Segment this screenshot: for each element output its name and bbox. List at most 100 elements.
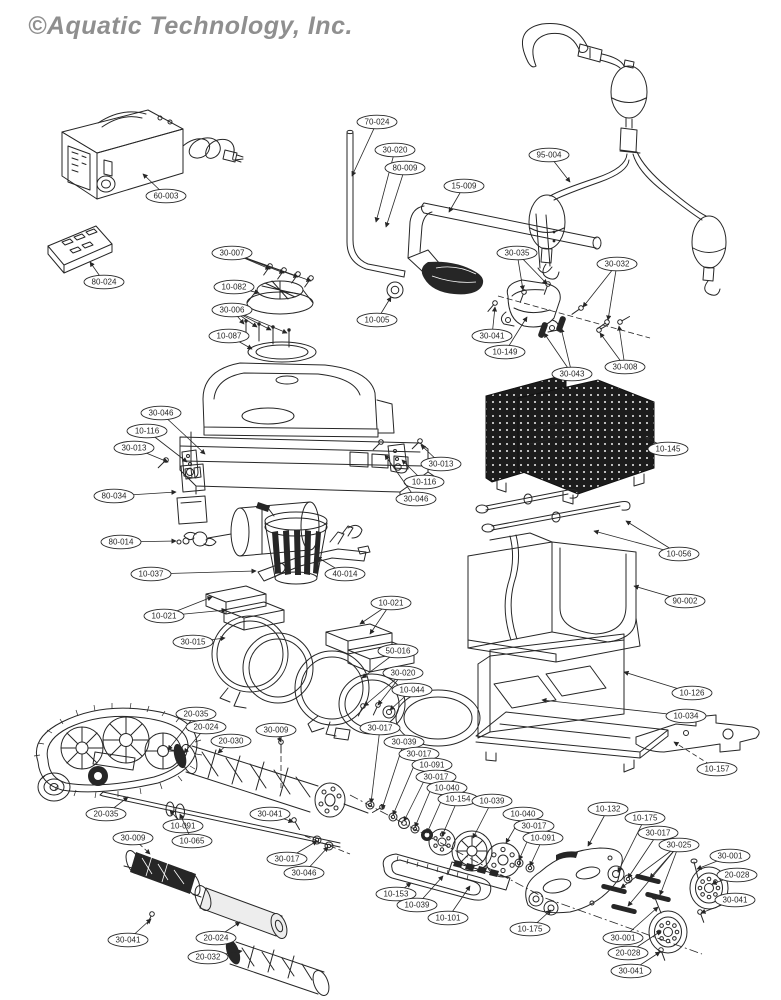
part-number-text: 20-028: [616, 949, 641, 958]
part-callout-10-021-31: 10-021: [143, 596, 227, 624]
leader-line: [368, 727, 381, 804]
part-number-text: 80-024: [92, 278, 117, 287]
part-number-text: 30-032: [605, 260, 630, 269]
part-number-bubble: [443, 178, 485, 194]
part-number-bubble: [696, 761, 738, 777]
part-number-bubble: [266, 851, 308, 867]
part-callout-30-009-55: 30-009: [112, 830, 154, 855]
part-number-text: 30-001: [718, 852, 743, 861]
part-callout-30-032-13: 30-032: [582, 256, 638, 321]
part-number-bubble: [374, 142, 416, 158]
part-number-text: 10-044: [400, 686, 425, 695]
leader-line: [559, 327, 573, 375]
part-number-bubble: [471, 793, 513, 809]
leader-line: [606, 263, 618, 321]
leader-line: [627, 844, 680, 907]
leader-line: [160, 412, 206, 455]
part-number-text: 10-157: [705, 765, 730, 774]
part-callout-30-013-21: 30-013: [113, 440, 169, 463]
leader-line: [620, 844, 680, 889]
part-number-bubble: [596, 256, 638, 272]
drawing-strain-relief: [386, 281, 404, 299]
part-callout-95-004-6: 95-004: [528, 147, 571, 183]
part-callout-20-024-77: 20-024: [195, 921, 241, 946]
part-callout-15-009-5: 15-009: [443, 178, 485, 213]
part-number-text: 30-017: [407, 750, 432, 759]
part-callout-30-001-73: 30-001: [602, 906, 659, 946]
part-number-text: 30-046: [292, 869, 317, 878]
part-number-text: 10-040: [435, 784, 460, 793]
page-title: ©Aquatic Technology, Inc.: [28, 12, 353, 40]
part-number-bubble: [370, 595, 412, 611]
part-callout-30-009-43: 30-009: [255, 722, 297, 743]
part-number-text: 20-024: [204, 934, 229, 943]
part-callout-10-040-62: 10-040: [502, 806, 544, 844]
part-number-bubble: [255, 722, 297, 738]
part-callout-80-034-22: 80-034: [93, 488, 177, 504]
part-number-text: 20-030: [219, 737, 244, 746]
drawing-brush-roller-top: [167, 739, 369, 832]
part-callout-50-016-34: 50-016: [361, 643, 419, 679]
part-number-bubble: [172, 634, 214, 650]
part-number-text: 80-009: [393, 164, 418, 173]
part-number-bubble: [427, 910, 469, 926]
drawing-axle-shaft: [99, 791, 703, 955]
part-callout-10-082-8: 10-082: [213, 279, 260, 295]
part-callout-10-157-39: 10-157: [673, 741, 738, 777]
part-callout-30-039-45: 30-039: [380, 734, 425, 810]
part-number-text: 10-175: [633, 814, 658, 823]
part-number-text: 10-091: [171, 822, 196, 831]
part-number-text: 10-091: [420, 761, 445, 770]
part-number-text: 60-003: [154, 192, 179, 201]
part-number-bubble: [671, 685, 713, 701]
part-callout-30-041-14: 30-041: [471, 306, 513, 344]
leader-line: [582, 263, 618, 308]
part-number-text: 20-035: [94, 810, 119, 819]
part-number-text: 30-009: [121, 834, 146, 843]
part-number-text: 30-008: [613, 363, 638, 372]
part-number-bubble: [107, 932, 149, 948]
leader-line: [374, 149, 396, 223]
drawing-impeller-cage: [256, 502, 328, 585]
part-number-text: 50-016: [386, 647, 411, 656]
part-number-bubble: [528, 147, 570, 163]
part-number-text: 80-034: [102, 492, 127, 501]
drawing-float-hose: [346, 129, 406, 278]
part-callout-10-005-11: 10-005: [356, 296, 398, 328]
part-callout-10-175-66: 10-175: [617, 810, 666, 873]
part-callout-30-017-63: 30-017: [513, 818, 555, 861]
part-callout-30-041-71: 30-041: [700, 892, 756, 914]
part-number-bubble: [496, 245, 538, 261]
part-number-text: 10-145: [656, 445, 681, 454]
part-callout-10-087-10: 10-087: [208, 328, 253, 350]
part-number-bubble: [716, 867, 758, 883]
part-number-bubble: [420, 456, 462, 472]
part-number-bubble: [113, 440, 155, 456]
part-number-bubble: [375, 886, 417, 902]
part-number-text: 15-009: [452, 182, 477, 191]
part-callout-20-030-42: 20-030: [210, 733, 252, 754]
part-callout-10-175-72: 10-175: [509, 909, 552, 937]
part-number-bubble: [130, 566, 172, 582]
part-number-text: 30-017: [275, 855, 300, 864]
part-number-bubble: [185, 719, 227, 735]
part-callout-30-020-3: 30-020: [374, 142, 416, 223]
drawing-strainer-cap: [246, 280, 314, 315]
part-number-bubble: [396, 897, 438, 913]
part-number-text: 30-017: [424, 773, 449, 782]
part-number-text: 30-007: [220, 249, 245, 258]
drawing-power-supply: [61, 109, 244, 200]
part-number-bubble: [709, 848, 751, 864]
part-number-bubble: [658, 546, 700, 562]
part-number-text: 10-034: [674, 712, 699, 721]
part-number-text: 20-024: [194, 723, 219, 732]
part-callout-90-002-30: 90-002: [633, 584, 706, 609]
part-callout-10-065-54: 10-065: [171, 813, 213, 849]
part-callout-10-101-61: 10-101: [427, 885, 471, 926]
part-number-text: 30-017: [646, 829, 671, 838]
drawing-swivel-assembly: [485, 279, 651, 339]
part-number-bubble: [187, 949, 229, 965]
part-number-text: 30-041: [723, 896, 748, 905]
part-number-text: 30-020: [391, 669, 416, 678]
part-number-text: 40-014: [333, 570, 358, 579]
